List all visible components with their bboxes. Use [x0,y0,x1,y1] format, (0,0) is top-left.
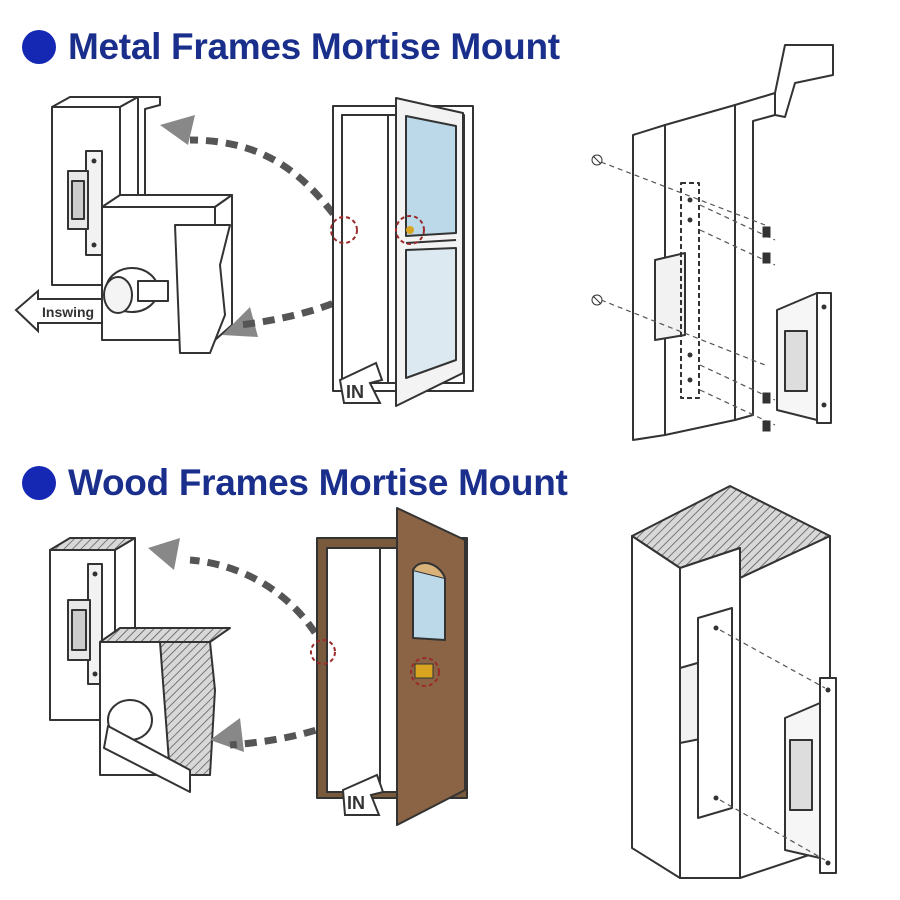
bullet-dot-icon [22,30,56,64]
wood-door-illustration: IN [310,507,468,826]
in-label-wood: IN [347,793,365,813]
curved-arrow-icon [148,538,180,570]
wood-frame-closeup [49,537,244,793]
metal-frame-exploded [591,44,834,441]
section-title-wood: Wood Frames Mortise Mount [22,462,568,504]
metal-frame-closeup: Inswing [14,96,258,354]
in-label-metal: IN [346,382,364,402]
wood-frame-exploded [631,485,837,879]
metal-door-illustration: IN [330,97,474,407]
section-title-metal-text: Metal Frames Mortise Mount [68,26,560,67]
in-arrow-icon [338,361,384,404]
section-title-metal: Metal Frames Mortise Mount [22,26,560,68]
inswing-label: Inswing [42,304,94,320]
section-title-wood-text: Wood Frames Mortise Mount [68,462,568,503]
in-arrow-icon [341,773,385,816]
curved-arrow-icon [160,115,195,145]
inswing-arrow-icon [14,288,103,334]
bullet-dot-icon [22,466,56,500]
curved-arrow-icon [222,307,258,337]
screw-icon [591,154,771,432]
